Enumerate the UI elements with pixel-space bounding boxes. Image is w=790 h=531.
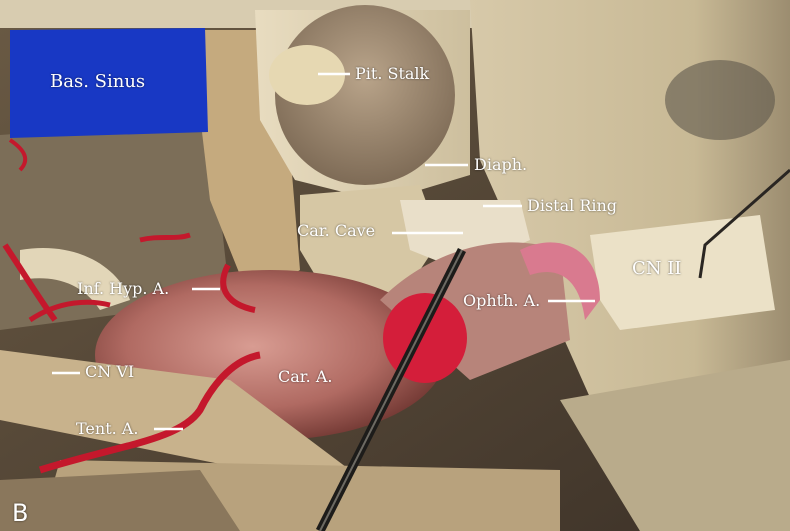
inf-hyp-branch-left [28,299,111,323]
lower-right-dura [560,360,790,531]
label-bas-sinus: Bas. Sinus [50,71,146,92]
label-car-cave: Car. Cave [297,221,376,240]
pituitary-stalk-cut [269,45,345,105]
upper-small-artery [139,232,191,243]
carotid-artery-cut-end [383,293,467,383]
lower-left-tissue [0,470,240,531]
ophthalmic-artery [520,242,600,320]
label-cn-ii: CN II [632,258,682,279]
label-tent-a: Tent. A. [76,419,139,438]
inferior-hypophyseal-artery [220,263,256,313]
basilar-sinus-blue [10,28,208,138]
tentorial-artery [38,351,261,474]
label-ophth-a: Ophth. A. [463,291,541,310]
optic-nerve [590,215,775,330]
carotid-artery-distal [380,242,570,380]
surgical-instrument-highlight [319,249,463,531]
label-inf-hyp-a: Inf. Hyp. A. [77,279,170,298]
left-nerve-strand [20,248,130,310]
hook-instrument [698,168,790,279]
panel-letter: B [12,499,29,527]
cn-vi-nerve-bundle [0,350,350,480]
left-small-artery [2,243,58,322]
sinus-small-artery [8,138,28,172]
label-diaph: Diaph. [474,155,528,174]
dark-shadow [665,60,775,140]
label-car-a: Car. A. [278,367,333,386]
label-pit-stalk: Pit. Stalk [355,64,430,83]
label-distal-ring: Distal Ring [527,196,618,215]
label-cn-vi: CN VI [85,362,135,381]
